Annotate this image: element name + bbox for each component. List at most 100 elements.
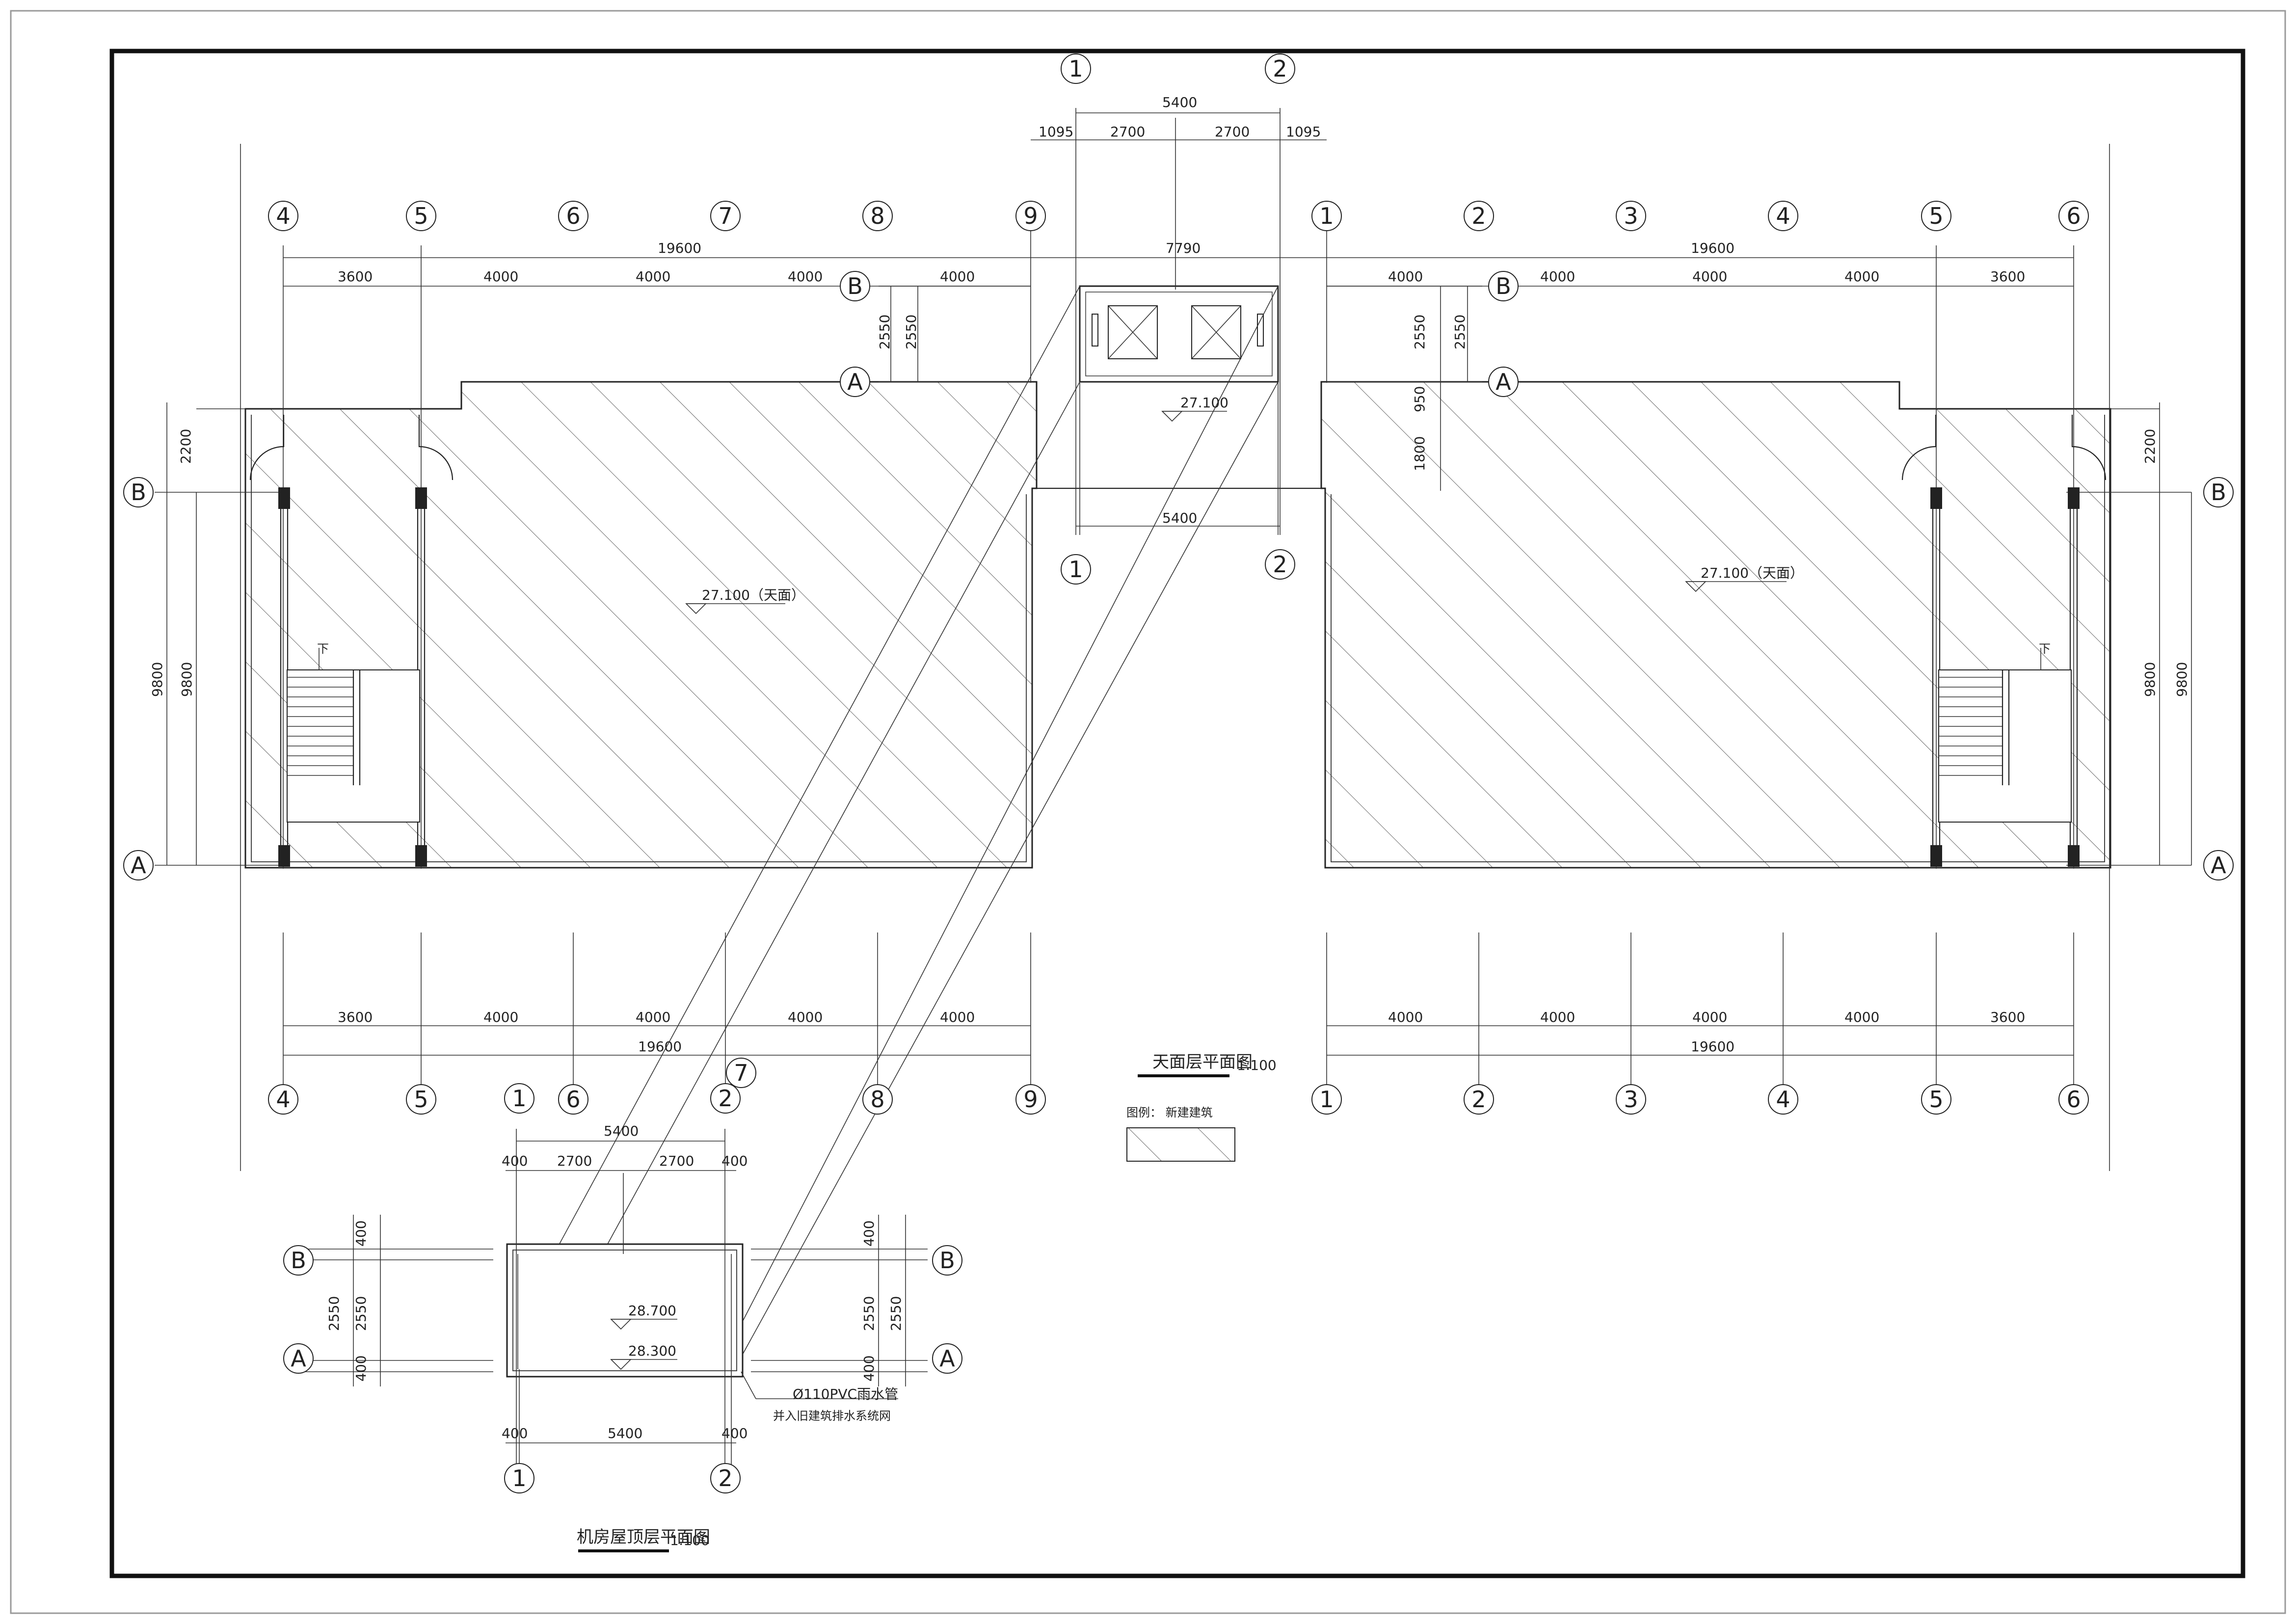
- svg-text:4: 4: [1776, 1086, 1790, 1113]
- dim-core-depth: 2550: [1412, 315, 1428, 349]
- left-wing: 下: [155, 144, 1038, 1171]
- dim-core-sub: 2700: [1215, 124, 1250, 140]
- legend: 图例： 新建建筑: [1126, 1106, 1235, 1162]
- column: [2068, 487, 2080, 509]
- elevation-core: 27.100: [1180, 395, 1228, 411]
- svg-text:B: B: [2211, 479, 2226, 506]
- dim-left-bay-bottom: 4000: [788, 1009, 823, 1025]
- grid-bubble: A: [932, 1343, 962, 1374]
- column: [2068, 845, 2080, 867]
- grid-bubble: A: [283, 1343, 314, 1374]
- dim-right-bay-bottom: 4000: [1844, 1009, 1879, 1025]
- svg-text:B: B: [847, 273, 863, 299]
- svg-text:3: 3: [1624, 203, 1638, 229]
- dim-right-bay: 4000: [1388, 268, 1423, 285]
- elevation-marks: 27.100（天面） 27.100（天面） 27.100 28.700 28.3…: [610, 395, 1804, 1370]
- dim-core-sub: 1095: [1039, 124, 1073, 140]
- svg-text:6: 6: [2066, 203, 2081, 229]
- dim-right-total: 19600: [1691, 240, 1735, 256]
- grid-bubble: 7: [726, 1058, 756, 1088]
- svg-text:A: A: [939, 1345, 955, 1372]
- dim-right-bay-bottom: 3600: [1990, 1009, 2025, 1025]
- elevator-shaft: [1108, 305, 1158, 359]
- svg-text:B: B: [291, 1247, 306, 1274]
- grid-bubble: 9: [1015, 1084, 1046, 1115]
- grid-bubble: A: [840, 367, 870, 397]
- dim-9800-left: 9800: [149, 662, 165, 697]
- grid-bubbles: 4 5 6 7 8 9 1 2 3 4 5 6 1 2 1 2 4 5 6 8 …: [123, 53, 2234, 1493]
- dimension-texts: 19600 19600 7790 3600 4000 4000 4000 400…: [149, 94, 2190, 1441]
- grid-bubble: 7: [710, 201, 741, 231]
- grid-bubble: B: [283, 1245, 314, 1276]
- grid-bubble: B: [123, 477, 154, 507]
- grid-bubble: B: [932, 1245, 962, 1276]
- svg-text:5: 5: [1929, 1086, 1943, 1113]
- column: [1930, 487, 1942, 509]
- grid-bubble: 4: [268, 1084, 298, 1115]
- elevation-roof-left: 27.100（天面）: [702, 587, 805, 603]
- grid-bubble: 5: [406, 201, 436, 231]
- roof-plan-scale: 1:100: [1237, 1057, 1277, 1073]
- roof-plan-title-text: 天面层平面图: [1152, 1052, 1253, 1072]
- grid-bubble: 1: [1311, 201, 1342, 231]
- dim-core-span: 5400: [1162, 94, 1197, 110]
- stair-down-mark: 下: [317, 642, 329, 656]
- grid-bubble: 3: [1616, 1084, 1646, 1115]
- drawing-frame: [109, 49, 2245, 1578]
- dim-core-depth: 2550: [1452, 315, 1468, 349]
- dim-right-bay: 4000: [1692, 268, 1727, 285]
- svg-text:2: 2: [1471, 1086, 1486, 1113]
- grid-bubble: 6: [2058, 201, 2089, 231]
- dim-machine-left: 2550: [353, 1296, 369, 1331]
- grid-bubble: 2: [1464, 201, 1494, 231]
- dim-9800-right: 9800: [2142, 662, 2158, 697]
- stair-down-mark: 下: [2039, 642, 2051, 656]
- svg-text:8: 8: [870, 1086, 884, 1113]
- grid-bubble: 5: [406, 1084, 436, 1115]
- grid-bubble: B: [2203, 477, 2234, 507]
- dim-1800: 1800: [1412, 436, 1428, 471]
- machine-plan-scale: 1:100: [670, 1532, 710, 1548]
- svg-text:2: 2: [718, 1465, 732, 1491]
- grid-bubble: 5: [1921, 1084, 1951, 1115]
- grid-bubble: B: [1488, 271, 1519, 301]
- svg-text:A: A: [847, 369, 863, 395]
- elevator-shaft: [1191, 305, 1241, 359]
- svg-text:B: B: [1495, 273, 1511, 299]
- dim-machine-left: 2550: [326, 1296, 342, 1331]
- machine-roof-plan: [302, 1129, 928, 1467]
- svg-text:B: B: [939, 1247, 955, 1274]
- left-stair: 下: [287, 642, 420, 823]
- svg-text:5: 5: [414, 203, 428, 229]
- grid-bubble: 3: [1616, 201, 1646, 231]
- svg-text:A: A: [1495, 369, 1511, 395]
- machine-plan-title-text: 机房屋顶层平面图: [577, 1527, 710, 1547]
- dim-left-bay-bottom: 3600: [338, 1009, 373, 1025]
- right-wing-parapet: [1331, 415, 2105, 862]
- grid-bubble: 6: [558, 201, 588, 231]
- grid-bubble: B: [840, 271, 870, 301]
- grid-bubble: 4: [268, 201, 298, 231]
- svg-text:4: 4: [276, 1086, 290, 1113]
- dim-machine-right: 400: [861, 1221, 877, 1247]
- column: [415, 487, 427, 509]
- dim-machine-right: 2550: [888, 1296, 904, 1331]
- svg-text:4: 4: [276, 203, 290, 229]
- svg-text:9: 9: [1023, 1086, 1038, 1113]
- pipe-note-sub: 并入旧建筑排水系统网: [773, 1409, 891, 1423]
- dim-machine-bottom: 400: [502, 1425, 528, 1441]
- svg-text:3: 3: [1624, 1086, 1638, 1113]
- grid-bubble: 8: [862, 1084, 893, 1115]
- grid-bubble: 4: [1768, 201, 1798, 231]
- legend-label: 图例： 新建建筑: [1126, 1106, 1213, 1119]
- svg-text:A: A: [2211, 852, 2226, 879]
- sheet-outer-border: [10, 10, 2286, 1614]
- dim-machine-right: 400: [861, 1356, 877, 1382]
- elevator-core: [534, 108, 1322, 1377]
- grid-bubble: 2: [1464, 1084, 1494, 1115]
- dim-right-bay: 3600: [1990, 268, 2025, 285]
- dim-core-depth: 2550: [877, 315, 893, 349]
- dim-right-bay-bottom: 4000: [1388, 1009, 1423, 1025]
- grid-bubble: 1: [1311, 1084, 1342, 1115]
- svg-text:1: 1: [1068, 556, 1083, 583]
